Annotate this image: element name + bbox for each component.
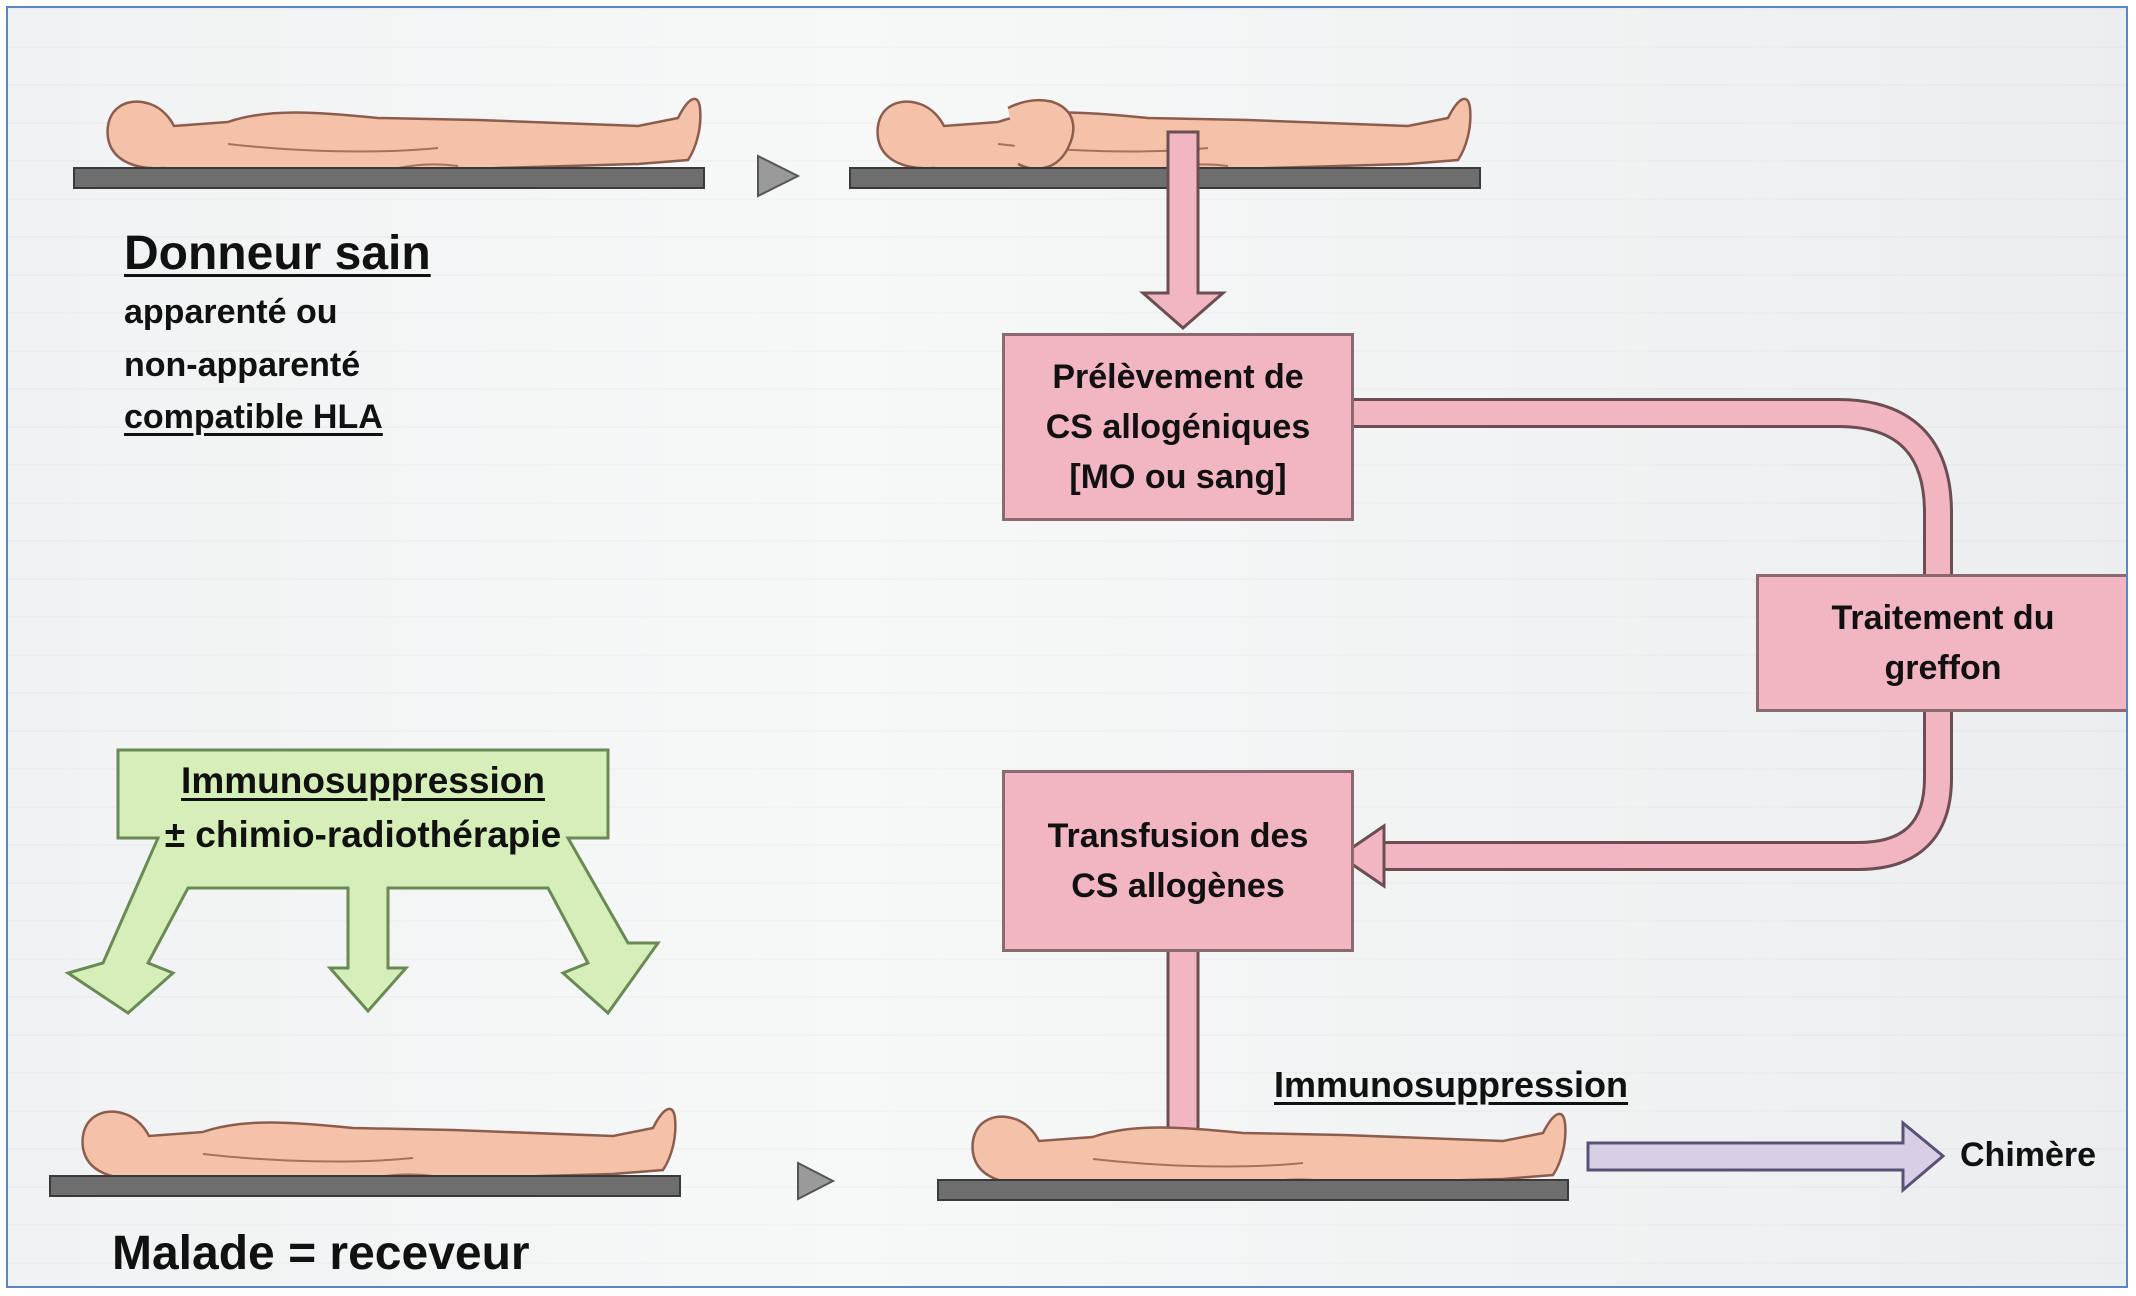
small-arrow-bottom	[798, 1163, 833, 1199]
traitement-box: Traitement du greffon	[1756, 574, 2128, 712]
pipe-outline-top	[1348, 413, 1938, 576]
transfusion-line2: CS allogènes	[1071, 861, 1285, 911]
chimere-label: Chimère	[1960, 1136, 2096, 1175]
post-transplant-immunosuppression: Immunosuppression	[1274, 1064, 1628, 1106]
small-arrow-top	[758, 156, 798, 196]
traitement-line1: Traitement du	[1832, 593, 2055, 643]
diagram-frame: Donneur sain apparenté ou non-apparenté …	[6, 6, 2128, 1288]
donor-line1: apparenté ou	[124, 293, 337, 332]
donor-line2: non-apparenté	[124, 346, 360, 385]
conditioning-line1: Immunosuppression	[118, 760, 608, 802]
prelevement-line1: Prélèvement de	[1052, 352, 1303, 402]
recipient-label: Malade = receveur	[112, 1226, 530, 1281]
prelevement-line2: CS allogéniques	[1046, 402, 1311, 452]
donor-title: Donneur sain	[124, 226, 431, 281]
donor-figure	[108, 99, 701, 179]
conditioning-line2: ± chimio-radiothérapie	[118, 814, 608, 856]
pipe-outline-bottom	[1383, 708, 1938, 856]
prelevement-box: Prélèvement de CS allogéniques [MO ou sa…	[1002, 333, 1354, 521]
donor-line3: compatible HLA	[124, 398, 383, 437]
chimere-arrow	[1588, 1123, 1943, 1190]
prelevement-line3: [MO ou sang]	[1069, 452, 1286, 502]
transfusion-line1: Transfusion des	[1048, 811, 1309, 861]
transfusion-box: Transfusion des CS allogènes	[1002, 770, 1354, 952]
traitement-line2: greffon	[1884, 643, 2001, 693]
